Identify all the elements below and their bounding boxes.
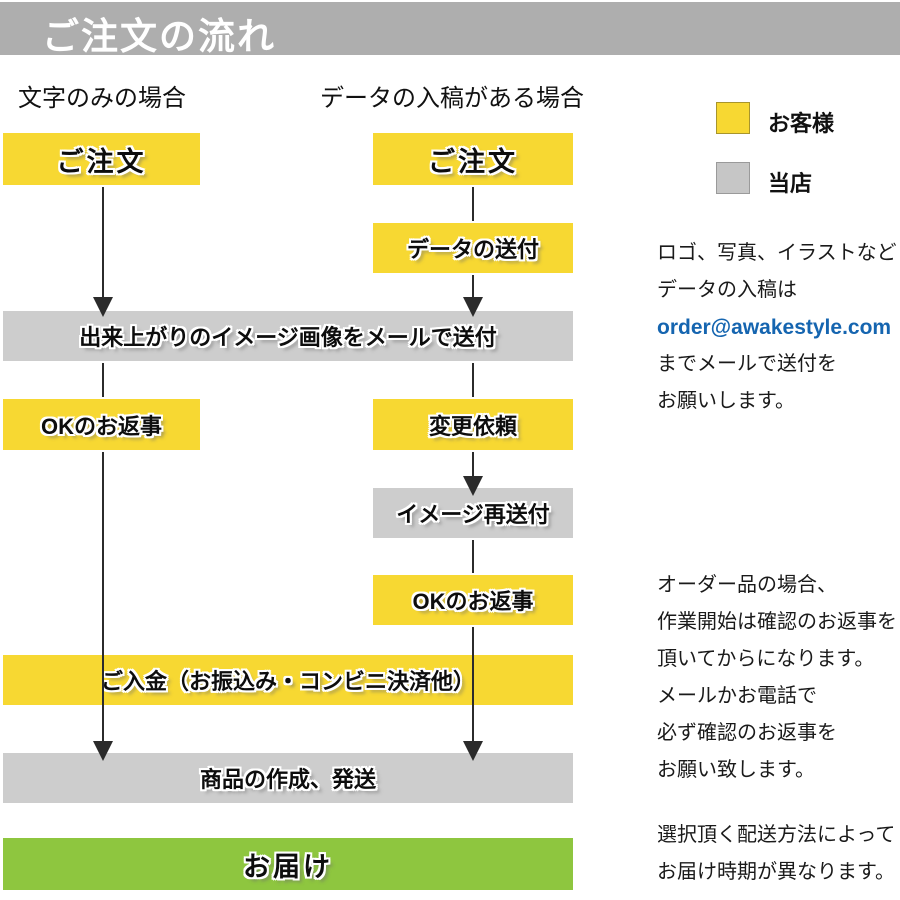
step-image-mail: 出来上がりのイメージ画像をメールで送付 xyxy=(3,311,573,361)
step-delivery: お届け xyxy=(3,838,573,890)
step-image-resend: イメージ再送付 xyxy=(373,488,573,538)
note-line: お届け時期が異なります。 xyxy=(657,861,895,883)
page-header xyxy=(0,2,900,55)
note-line: お願いします。 xyxy=(657,390,795,412)
step-production: 商品の作成、発送 xyxy=(3,753,573,803)
note-line: ロゴ、写真、イラストなど xyxy=(657,242,897,264)
note-delivery-time: 選択頂く配送方法によって お届け時期が異なります。 xyxy=(657,817,900,891)
step-order-text-only: ご注文 xyxy=(3,133,200,185)
legend-shop-label: 当店 xyxy=(768,171,813,196)
step-ok-reply-right: OKのお返事 xyxy=(373,575,573,625)
note-line: メールかお電話で xyxy=(657,685,817,707)
legend-customer-label: お客様 xyxy=(768,111,835,136)
column-header-text-only: 文字のみの場合 xyxy=(18,85,186,112)
legend-shop-swatch xyxy=(716,162,750,194)
page-title: ご注文の流れ xyxy=(42,16,276,57)
legend-customer-swatch xyxy=(716,102,750,134)
note-line: 選択頂く配送方法によって xyxy=(657,824,896,846)
note-line: 頂いてからになります。 xyxy=(657,648,875,670)
note-line: データの入稿は xyxy=(657,279,797,301)
step-ok-reply-left: OKのお返事 xyxy=(3,399,200,450)
note-line: 作業開始は確認のお返事を xyxy=(657,611,897,633)
note-order-confirmation: オーダー品の場合、 作業開始は確認のお返事を 頂いてからになります。 メールかお… xyxy=(657,567,900,789)
email-link[interactable]: order@awakestyle.com xyxy=(657,316,892,339)
note-line: オーダー品の場合、 xyxy=(657,574,837,596)
step-order-with-data: ご注文 xyxy=(373,133,573,185)
note-line: 必ず確認のお返事を xyxy=(657,722,837,744)
note-line: お願い致します。 xyxy=(657,759,815,781)
step-change-request: 変更依頼 xyxy=(373,399,573,450)
note-line: までメールで送付を xyxy=(657,353,837,375)
step-payment: ご入金（お振込み・コンビニ決済他） xyxy=(3,655,573,705)
column-header-with-data: データの入稿がある場合 xyxy=(320,85,584,112)
note-data-submission: ロゴ、写真、イラストなど データの入稿は order@awakestyle.co… xyxy=(657,235,900,420)
step-data-send: データの送付 xyxy=(373,223,573,273)
